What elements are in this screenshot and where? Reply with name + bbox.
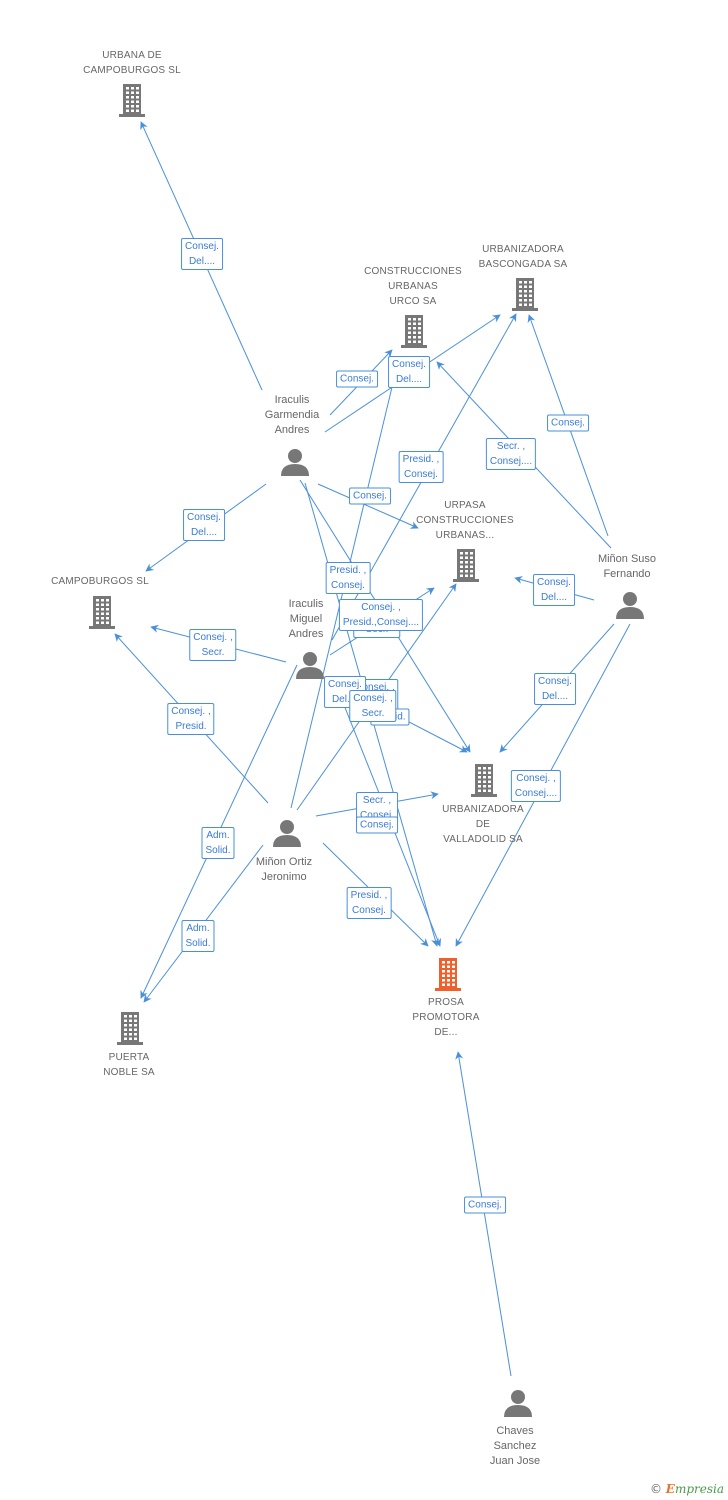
edge-label-fernando-urpasa[interactable]: Consej. Del.... bbox=[533, 574, 575, 606]
node-label-fernando[interactable]: Miñon Suso Fernando bbox=[597, 553, 657, 580]
node-label-urco[interactable]: CONSTRUCCIONES URBANAS URCO SA bbox=[364, 266, 462, 307]
edges-layer bbox=[114, 121, 631, 1377]
edge-label-miguel-urpasa[interactable]: Consej. , Presid.,Consej.... bbox=[338, 599, 424, 631]
person-icon-garmendia[interactable] bbox=[281, 449, 309, 476]
node-label-puerta[interactable]: PUERTA NOBLE SA bbox=[103, 1052, 155, 1078]
edge-label-jeronimo-urpasa[interactable]: Consej. , Secr. bbox=[349, 690, 397, 722]
person-icon-chaves[interactable] bbox=[504, 1390, 532, 1417]
edge-label-fernando-bascongada[interactable]: Consej. bbox=[547, 414, 589, 432]
building-icon-campoburgos[interactable] bbox=[89, 596, 115, 629]
building-icon-urco[interactable] bbox=[401, 315, 427, 348]
edge-garmendia-to-urpasa bbox=[317, 483, 419, 529]
node-label-campoburgos[interactable]: CAMPOBURGOS SL bbox=[51, 576, 149, 587]
node-label-garmendia[interactable]: Iraculis Garmendia Andres bbox=[264, 394, 320, 436]
edge-label-garmendia-urco[interactable]: Consej. bbox=[336, 370, 378, 388]
edge-label-garmendia-urbana[interactable]: Consej. Del.... bbox=[181, 238, 223, 270]
person-icon-fernando[interactable] bbox=[616, 592, 644, 619]
edge-label-jeronimo-campoburgos[interactable]: Consej. , Presid. bbox=[167, 703, 215, 735]
node-label-prosa[interactable]: PROSA PROMOTORA DE... bbox=[412, 997, 480, 1038]
edge-label-fernando-valladolid[interactable]: Consej. Del.... bbox=[534, 673, 576, 705]
building-icon-urpasa[interactable] bbox=[453, 549, 479, 582]
edge-label-fernando-urco[interactable]: Secr. , Consej.... bbox=[485, 438, 537, 470]
person-icon-jeronimo[interactable] bbox=[273, 820, 301, 847]
node-label-chaves[interactable]: Chaves Sanchez Juan Jose bbox=[489, 1425, 541, 1467]
edge-label-jeronimo-puerta[interactable]: Adm. Solid. bbox=[181, 920, 215, 952]
edge-label-garmendia-valladolid[interactable]: Presid. , Consej. bbox=[325, 562, 371, 594]
edge-label-garmendia-bascongada[interactable]: Consej. Del.... bbox=[388, 356, 430, 388]
edge-label-miguel-bascongada[interactable]: Presid. , Consej. bbox=[398, 451, 444, 483]
brand-name: mpresia bbox=[674, 1482, 724, 1496]
edge-label-chaves-prosa[interactable]: Consej. bbox=[464, 1196, 506, 1214]
person-icon-miguel[interactable] bbox=[296, 652, 324, 679]
nodes-layer bbox=[89, 84, 644, 1417]
edge-label-garmendia-urpasa[interactable]: Consej. bbox=[349, 487, 391, 505]
building-icon-bascongada[interactable] bbox=[512, 278, 538, 311]
building-icon-puerta[interactable] bbox=[117, 1012, 143, 1045]
node-label-urpasa[interactable]: URPASA CONSTRUCCIONES URBANAS... bbox=[416, 500, 514, 541]
copyright-brand[interactable]: © Empresia bbox=[650, 1482, 724, 1496]
building-icon-urbana[interactable] bbox=[119, 84, 145, 117]
brand-initial: E bbox=[665, 1482, 675, 1496]
node-label-jeronimo[interactable]: Miñon Ortiz Jeronimo bbox=[255, 856, 313, 883]
edge-label-miguel-campoburgos[interactable]: Consej. , Secr. bbox=[189, 629, 237, 661]
edge-label-miguel-puerta[interactable]: Adm. Solid. bbox=[201, 827, 235, 859]
edge-chaves-to-prosa bbox=[455, 1051, 512, 1377]
node-label-urbana[interactable]: URBANA DE CAMPOBURGOS SL bbox=[83, 50, 181, 76]
building-icon-prosa[interactable] bbox=[435, 958, 461, 991]
node-label-bascongada[interactable]: URBANIZADORA BASCONGADA SA bbox=[478, 244, 568, 270]
node-label-valladolid[interactable]: URBANIZADORA DE VALLADOLID SA bbox=[442, 804, 524, 845]
edge-label-extra[interactable]: Consej. bbox=[356, 816, 398, 834]
node-label-miguel[interactable]: Iraculis Miguel Andres bbox=[288, 598, 324, 640]
edge-label-fernando-prosa[interactable]: Consej. , Consej.... bbox=[510, 770, 562, 802]
copyright-symbol: © bbox=[649, 1482, 662, 1496]
building-icon-valladolid[interactable] bbox=[471, 764, 497, 797]
edge-label-jeronimo-prosa[interactable]: Presid. , Consej. bbox=[346, 887, 392, 919]
edge-label-garmendia-campoburgos[interactable]: Consej. Del.... bbox=[183, 509, 225, 541]
